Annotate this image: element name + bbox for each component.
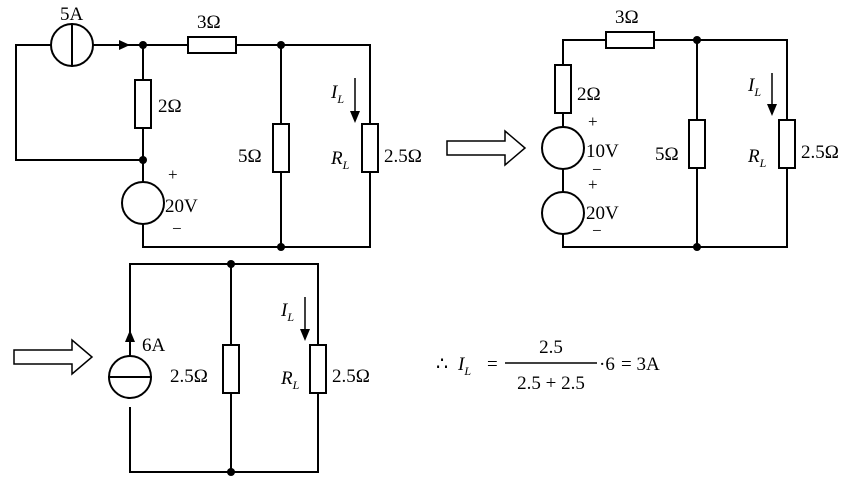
c2-load-resistor-value: 2.5Ω [801,142,839,163]
c2-plus-sign-upper: + [588,112,598,131]
c2-voltage-source-10v [541,126,585,170]
transform-arrow-2 [13,338,94,376]
c3-load-current-arrowhead [300,329,310,341]
c1-resistor-3ohm-label: 3Ω [197,12,221,33]
c2-minus-sign-upper: − [592,160,602,179]
c1-node [277,41,285,49]
c2-plus-sign-lower: + [588,175,598,194]
c1-node [277,243,285,251]
formula-therefore: ∴ [436,354,448,375]
c3-load-resistor [309,344,327,394]
transform-arrow-1 [446,129,527,167]
c3-load-name: RL [280,368,300,392]
c1-load-resistor-value: 2.5Ω [384,146,422,167]
c1-resistor-2ohm-label: 2Ω [158,96,182,117]
formula-equals: = [487,354,498,375]
formula: ∴ IL = 2.5 2.5 + 2.5 ·6 = 3A [436,337,660,394]
c1-load-current-arrowhead [350,111,360,123]
c2-voltage-source-10v-label: 10V [586,141,619,162]
c2-resistor-5ohm-label: 5Ω [655,144,679,165]
c1-load-name: RL [330,148,350,172]
c1-voltage-source-symbol [121,181,165,225]
formula-lhs: IL [457,354,471,378]
formula-result: = 3A [621,354,660,375]
c3-node [227,468,235,476]
c1-resistor-2ohm [134,79,152,129]
circuit-3: 6A 2.5Ω 2.5Ω RL IL [108,260,370,476]
c3-resistor-2-5ohm [222,344,240,394]
c2-voltage-source-20v-label: 20V [586,203,619,224]
c2-resistor-5ohm [688,119,706,169]
c3-current-arrowhead [125,330,135,342]
c2-load-current-arrowhead [767,104,777,116]
c2-minus-sign-lower: − [592,221,602,240]
c1-load-current-label: IL [330,82,344,106]
c3-resistor-2-5ohm-label: 2.5Ω [170,366,208,387]
circuit-1: 5A 3Ω 2Ω + 20V − 5Ω 2.5Ω RL IL [15,4,422,251]
c2-load-resistor [778,119,796,169]
c1-wire-left-loop [15,44,144,161]
c1-current-arrowhead [119,40,130,50]
c3-current-source-label: 6A [142,335,166,356]
c1-resistor-3ohm [187,36,237,54]
c1-plus-sign: + [168,165,178,184]
c2-resistor-2ohm-label: 2Ω [577,84,601,105]
c1-load-resistor [361,123,379,173]
c2-node [693,243,701,251]
c3-load-current-label: IL [280,300,294,324]
circuit-2: 3Ω 2Ω + 10V − + 20V − 5Ω 2.5Ω RL IL [541,7,839,251]
c3-node [227,260,235,268]
formula-numerator: 2.5 [539,337,563,358]
c2-load-name: RL [747,146,767,170]
c2-resistor-3ohm-label: 3Ω [615,7,639,28]
c1-resistor-5ohm-label: 5Ω [238,146,262,167]
c1-node [139,41,147,49]
c2-resistor-2ohm [554,64,572,114]
c2-node [693,36,701,44]
formula-denominator: 2.5 + 2.5 [517,373,585,394]
formula-times: ·6 [599,354,615,375]
c1-voltage-source-label: 20V [165,196,198,217]
c2-resistor-3ohm [605,31,655,49]
c2-voltage-source-20v [541,191,585,235]
c3-load-resistor-value: 2.5Ω [332,366,370,387]
c1-node [139,156,147,164]
c2-load-current-label: IL [747,75,761,99]
c1-current-source-label: 5A [60,4,84,25]
c1-resistor-5ohm [272,123,290,173]
c1-minus-sign: − [172,219,182,238]
